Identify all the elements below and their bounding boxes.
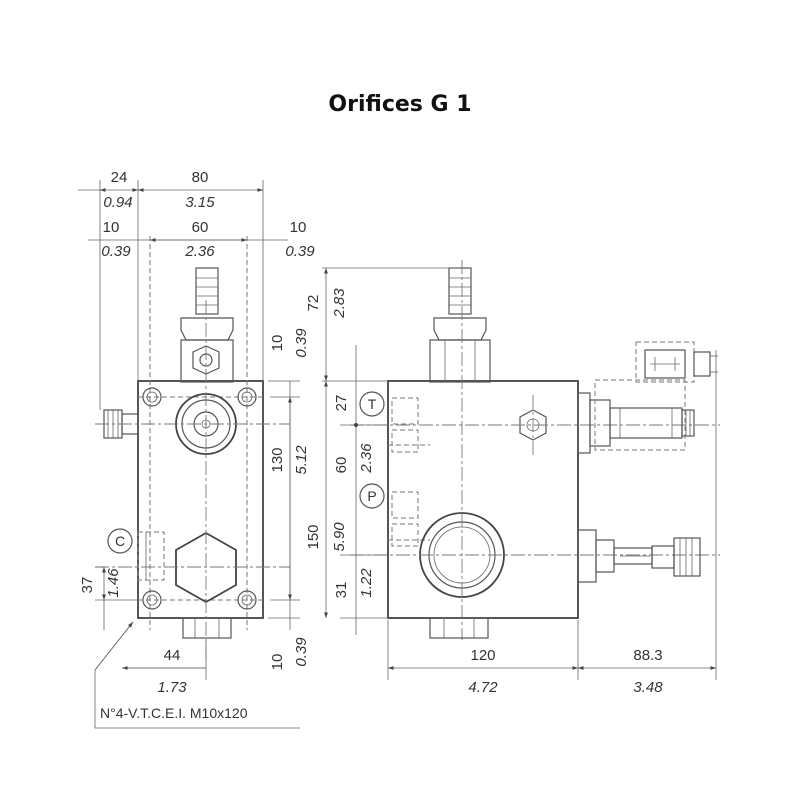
left-bolt-holes [142, 387, 257, 610]
dim-v-130: 130 [269, 447, 286, 472]
dim-top-60: 60 [192, 219, 209, 236]
dim-r-60: 60 [333, 457, 350, 474]
dim-bot-883: 88.3 [633, 647, 662, 664]
right-valve-body [387, 380, 579, 619]
dim-bot-44: 44 [164, 647, 181, 664]
dim-r-31: 31 [333, 582, 350, 599]
port-t-circle [359, 391, 385, 417]
port-p-label: P [367, 488, 376, 504]
dim-bot-472: 4.72 [468, 679, 498, 696]
right-small-hex [519, 409, 547, 441]
dim-v-512: 5.12 [293, 445, 310, 475]
mounting-note: N°4-V.T.C.E.I. M10x120 [100, 705, 248, 721]
port-p-circle [359, 483, 385, 509]
dim-r-283: 2.83 [331, 288, 348, 319]
dim-r-590: 5.90 [331, 522, 348, 552]
dim-v-10a: 10 [269, 335, 286, 352]
right-solenoid [577, 341, 718, 454]
dim-top-094: 0.94 [103, 194, 132, 211]
dim-top-10b: 10 [290, 219, 307, 236]
right-internal-cavities [388, 397, 430, 547]
left-bottom-fitting [182, 617, 232, 639]
dim-bot-173: 1.73 [157, 679, 187, 696]
left-top-cartridge [180, 267, 234, 383]
dim-v-37: 37 [79, 577, 96, 594]
dim-v-039b: 0.39 [293, 637, 310, 667]
port-t-label: T [368, 396, 377, 412]
left-view: C [95, 236, 290, 660]
dim-top-315: 3.15 [185, 194, 215, 211]
dim-bot-120: 120 [470, 647, 495, 664]
dim-top-80: 80 [192, 169, 209, 186]
right-adjuster-knob [577, 529, 701, 583]
dim-r-236: 2.36 [358, 443, 375, 474]
dim-r-27: 27 [333, 395, 350, 412]
right-view: T P [350, 260, 720, 640]
dim-top-24: 24 [111, 169, 128, 186]
dim-r-150: 150 [305, 524, 322, 549]
dim-top-10a: 10 [103, 219, 120, 236]
page-title: Orifices G 1 [328, 92, 472, 117]
dim-r-72: 72 [305, 295, 322, 312]
dim-v-146: 1.46 [105, 568, 122, 598]
right-bottom-fitting [429, 617, 489, 639]
left-view-dimensions: 24 0.94 80 3.15 10 0.39 60 2.36 10 0.39 … [78, 169, 315, 729]
dim-v-10b: 10 [269, 654, 286, 671]
dim-r-122: 1.22 [358, 568, 375, 598]
dim-bot-348: 3.48 [633, 679, 663, 696]
right-view-dimensions: 72 2.83 27 60 2.36 150 5.90 31 1.22 120 … [305, 267, 717, 696]
dim-v-039a: 0.39 [293, 328, 310, 358]
port-c-circle [107, 528, 133, 554]
dim-top-236: 2.36 [184, 243, 215, 260]
left-valve-body [137, 380, 264, 619]
port-c-label: C [115, 533, 125, 549]
dim-top-039b: 0.39 [285, 243, 315, 260]
right-top-cartridge [429, 267, 491, 383]
dim-top-039a: 0.39 [101, 243, 131, 260]
